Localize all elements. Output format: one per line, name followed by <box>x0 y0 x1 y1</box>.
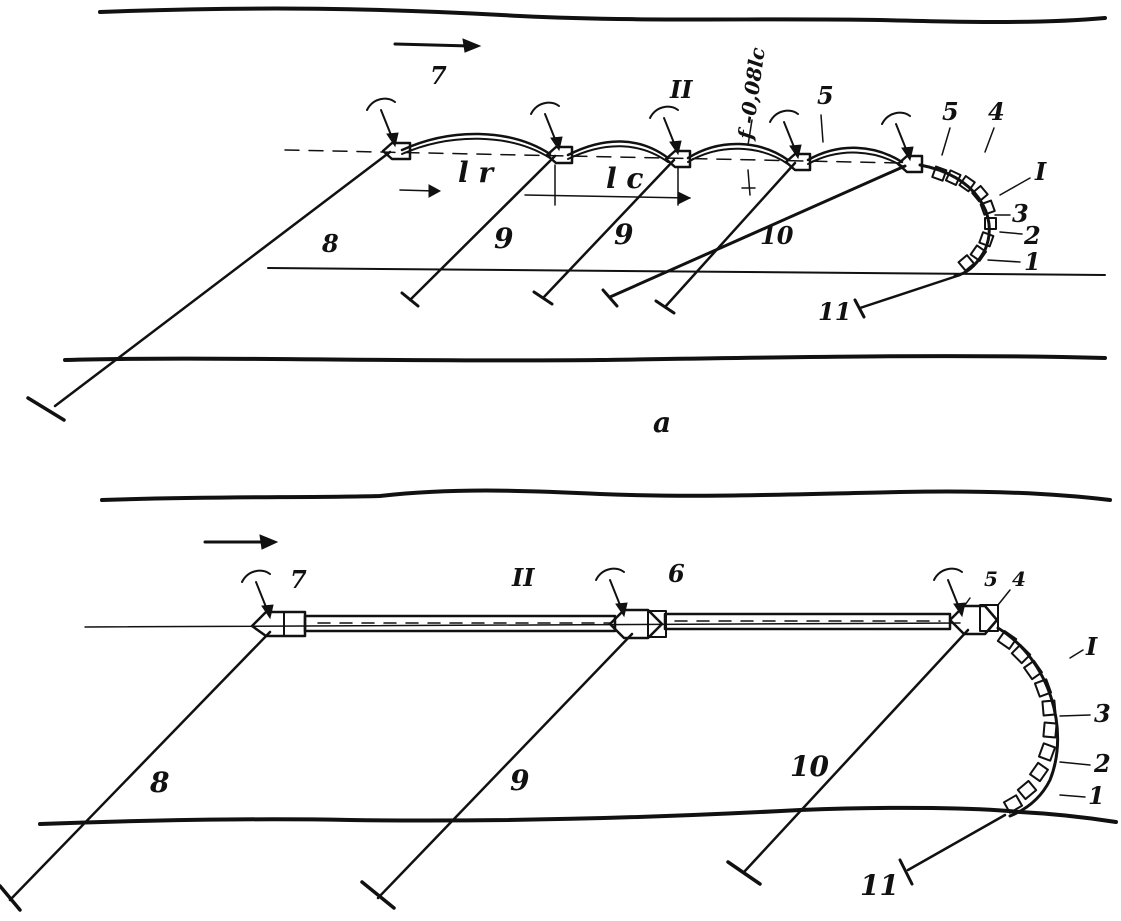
flexible-boom-b <box>996 626 1060 818</box>
label-7-b: 7 <box>290 565 307 594</box>
label-2-a: 2 <box>1023 221 1041 250</box>
label-2-b: 2 <box>1093 749 1111 778</box>
label-11-a: 11 <box>818 297 851 326</box>
label-1-b: 1 <box>1088 781 1105 810</box>
label-10-a: 10 <box>760 221 794 250</box>
label-8-a: 8 <box>321 229 339 258</box>
label-6-b: 6 <box>668 559 685 588</box>
label-II-a: II <box>669 75 693 104</box>
label-5-curve-a: 5 <box>817 81 834 110</box>
dimensions-a <box>399 114 824 206</box>
label-9b-a: 9 <box>614 218 633 251</box>
caption-a: a <box>653 406 671 439</box>
anchor-cables-b <box>0 628 1007 912</box>
float-current-arrows-b <box>241 567 966 620</box>
bank-top-b <box>100 488 1112 502</box>
label-3-b: 3 <box>1094 699 1111 728</box>
label-4-a: 4 <box>988 97 1005 126</box>
label-lc: l c <box>606 162 643 195</box>
label-10-b: 10 <box>790 750 829 783</box>
label-3-a: 3 <box>1012 199 1029 228</box>
label-lr: l r <box>458 156 495 189</box>
flexible-boom-a <box>918 163 997 278</box>
label-5-b: 5 <box>984 567 998 591</box>
label-8-b: 8 <box>149 766 169 799</box>
label-9a-a: 9 <box>494 222 513 255</box>
label-sag: f -0,08lc <box>733 46 770 143</box>
axis-dash-a <box>284 149 901 164</box>
bank-bottom-b <box>38 805 1118 826</box>
flow-arrow-b <box>203 534 279 550</box>
flow-arrow-a <box>393 38 482 53</box>
part-a: 7 II f -0,08lc 5 5 4 I 3 2 1 11 l r l c … <box>26 6 1107 439</box>
axis-b <box>84 622 961 628</box>
rigid-boom-b <box>303 612 952 633</box>
leaders-b <box>959 589 1091 798</box>
bank-bottom-a <box>63 354 1107 363</box>
floats-a <box>381 141 924 174</box>
label-I-b: I <box>1085 632 1098 661</box>
label-11-b: 11 <box>860 869 899 902</box>
bank-top-a <box>98 6 1107 24</box>
anchor-cables-a <box>26 150 962 422</box>
boom-sections-a <box>400 132 904 167</box>
label-II-b: II <box>511 563 535 592</box>
label-9-b: 9 <box>510 764 529 797</box>
float-current-arrows-a <box>366 97 914 162</box>
label-I-a: I <box>1034 157 1047 186</box>
part-b: 7 II 6 5 4 I 3 2 1 8 9 10 11 <box>0 488 1118 912</box>
label-1-a: 1 <box>1024 247 1041 276</box>
label-7-a: 7 <box>430 61 447 90</box>
label-5-top-a: 5 <box>942 97 959 126</box>
channel-line-a <box>267 267 1106 276</box>
label-4-b: 4 <box>1012 567 1026 591</box>
leaders-a <box>941 127 1031 263</box>
